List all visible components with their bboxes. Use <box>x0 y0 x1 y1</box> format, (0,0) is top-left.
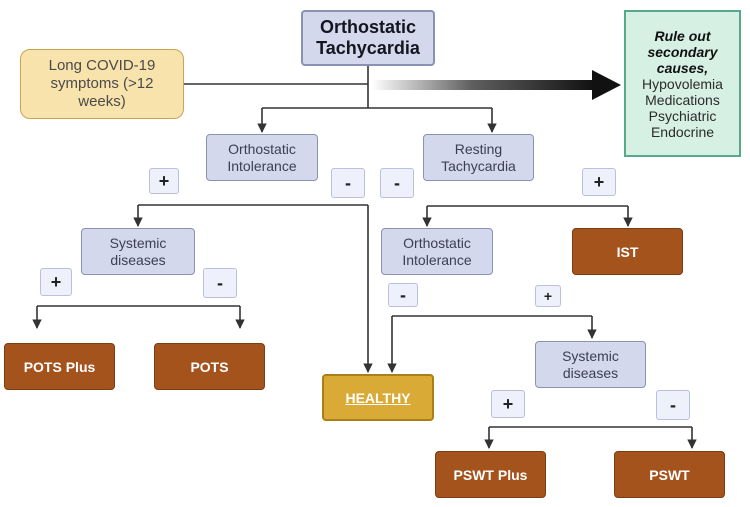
long-covid-box: Long COVID-19 symptoms (>12 weeks) <box>20 49 184 119</box>
minus-sign-left-oi: - <box>331 168 365 198</box>
plus-sign-left-oi: + <box>149 168 179 194</box>
systemic-diseases-left-box: Systemic diseases <box>81 228 195 275</box>
orthostatic-intolerance-left-box: Orthostatic Intolerance <box>206 134 318 181</box>
resting-tachycardia-box: Resting Tachycardia <box>423 134 534 181</box>
pots-box: POTS <box>154 343 265 390</box>
minus-sign-resting-tachycardia: - <box>380 168 414 198</box>
ist-box: IST <box>572 228 683 275</box>
rule-out-secondary-causes-box: Rule out secondary causes, Hypovolemia M… <box>624 10 741 157</box>
systemic-diseases-right-box: Systemic diseases <box>535 341 646 388</box>
pswt-plus-box: PSWT Plus <box>435 451 546 498</box>
healthy-box: HEALTHY <box>322 374 434 421</box>
rule-out-heading: Rule out secondary causes, <box>647 27 718 76</box>
orthostatic-tachycardia-title: Orthostatic Tachycardia <box>301 10 435 66</box>
secondary-causes-list: Hypovolemia Medications Psychiatric Endo… <box>642 75 723 140</box>
plus-sign-resting-tachycardia: + <box>582 168 616 196</box>
minus-sign-left-systemic: - <box>203 268 237 298</box>
minus-sign-right-systemic: - <box>656 390 690 420</box>
plus-sign-right-systemic: + <box>491 390 525 418</box>
rule-out-arrow-shaft <box>372 80 594 90</box>
rule-out-arrow-head <box>592 70 621 100</box>
plus-sign-left-systemic: + <box>40 268 72 296</box>
minus-sign-right-oi: - <box>388 283 418 307</box>
pots-plus-box: POTS Plus <box>4 343 115 390</box>
plus-sign-right-oi: + <box>535 285 561 307</box>
pswt-box: PSWT <box>614 451 725 498</box>
orthostatic-intolerance-right-box: Orthostatic Intolerance <box>381 228 493 275</box>
